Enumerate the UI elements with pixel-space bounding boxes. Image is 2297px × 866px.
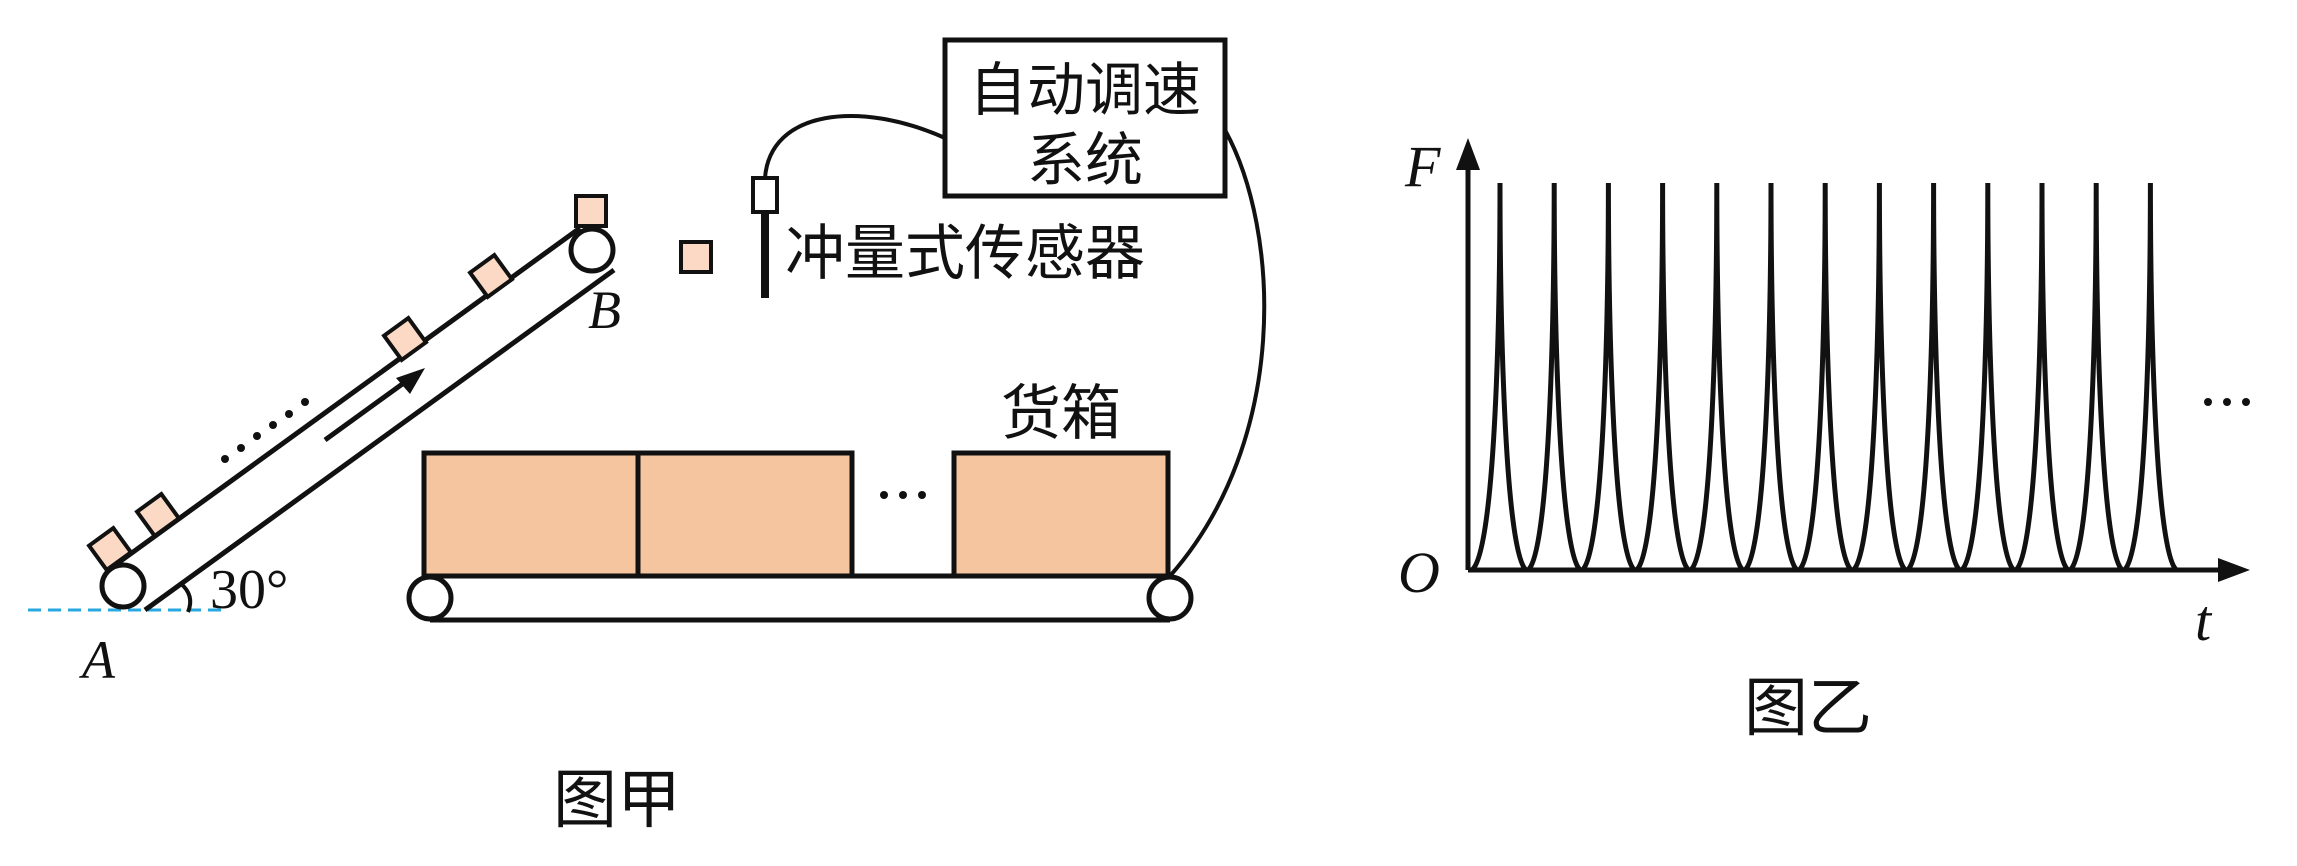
force-pulse [1742, 182, 1800, 572]
force-pulse [2013, 182, 2071, 572]
sensor-label: 冲量式传感器 [785, 219, 1145, 289]
force-pulse [1959, 182, 2016, 572]
belt-item [134, 491, 182, 539]
impulse-sensor [751, 114, 946, 298]
continuation-dots [2204, 398, 2250, 406]
point-a-label: A [79, 630, 116, 690]
force-pulse [2122, 182, 2179, 572]
x-axis-label: t [2195, 588, 2213, 653]
force-pulse [1688, 182, 1745, 572]
belt-direction-arrow [323, 374, 414, 443]
y-axis-arrowhead [1456, 138, 1480, 170]
cargo-box [635, 450, 855, 579]
figure-a: A B 30° 冲量式传感器 自动调速 系统 [28, 37, 1267, 838]
sensor-head [751, 176, 779, 214]
cargo-ellipsis-dots [880, 491, 926, 499]
cargo-box [421, 450, 641, 579]
lower-pulley-left [406, 574, 454, 622]
belt-lower-edge [143, 267, 616, 613]
figure-b: F t O 图乙 [1398, 134, 2250, 746]
force-pulse [1797, 182, 1854, 572]
pulley-b [568, 226, 616, 274]
belt-ellipsis-dots [221, 398, 309, 463]
speed-controller: 自动调速 系统 [942, 37, 1267, 578]
belt-item [467, 252, 515, 300]
cargo-box [951, 450, 1171, 579]
sensor-cable [763, 114, 946, 179]
inclined-conveyor [99, 225, 616, 613]
flying-item [679, 240, 713, 274]
angle-arc [178, 581, 193, 613]
force-pulse [1526, 182, 1583, 572]
belt-items [86, 194, 713, 573]
force-pulse [2068, 182, 2125, 572]
controller-label-line2: 系统 [1027, 126, 1143, 194]
force-pulses [1470, 182, 2179, 572]
cargo-label: 货箱 [1001, 379, 1121, 449]
x-axis-arrowhead [2218, 558, 2250, 582]
belt-item [86, 525, 134, 573]
belt-item [381, 315, 429, 363]
pulley-a [99, 562, 147, 610]
controller-label-line1: 自动调速 [969, 56, 1201, 124]
angle-label: 30° [210, 559, 288, 621]
controller-box [942, 37, 1228, 199]
controller-cable [1168, 129, 1267, 578]
force-pulse [1634, 182, 1691, 572]
horizontal-conveyor [406, 450, 1194, 623]
point-b-label: B [588, 280, 621, 340]
y-axis-label: F [1404, 134, 1441, 199]
lower-pulley-right [1146, 574, 1194, 622]
belt-item-top [574, 194, 608, 228]
force-pulse [1851, 182, 1908, 572]
belt-direction-arrowhead [396, 368, 425, 394]
force-pulse [1470, 182, 1529, 572]
force-pulse [1580, 182, 1637, 572]
figure-a-caption: 图甲 [553, 764, 681, 838]
figure-b-caption: 图乙 [1744, 672, 1872, 746]
origin-label: O [1398, 540, 1440, 605]
force-pulse [1905, 182, 1962, 572]
